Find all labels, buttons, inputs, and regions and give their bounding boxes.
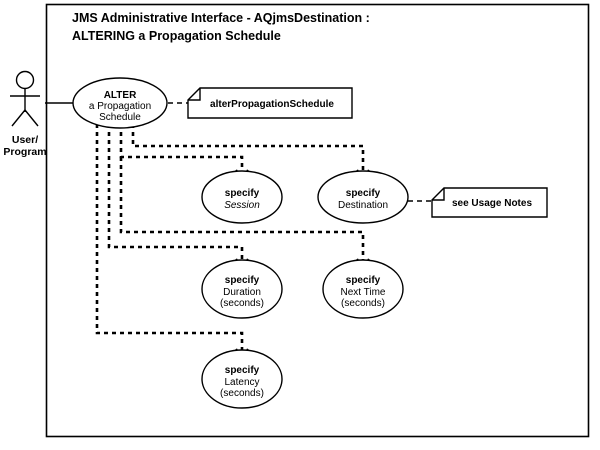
use-case-specify-destination[interactable]: specify Destination (317, 170, 409, 224)
use-case-specify-duration[interactable]: specify Duration (seconds) (201, 259, 283, 319)
diagram-title-line-2: ALTERING a Propagation Schedule (72, 29, 281, 43)
actor-legs-icon (11, 109, 39, 127)
use-case-label-line-1: specify (225, 365, 260, 376)
use-case-ellipse (317, 170, 409, 224)
actor-label-line-1: User/ (12, 134, 38, 146)
note-label: alterPropagationSchedule (210, 99, 334, 110)
use-case-ellipse (322, 259, 404, 319)
use-case-label-line-2: Latency (224, 377, 259, 388)
note-body (431, 187, 548, 218)
note-body (187, 87, 353, 119)
actor-label-line-2: Program (3, 146, 46, 158)
use-case-label-line-1: specify (346, 275, 381, 286)
use-case-label-line-1: specify (225, 275, 260, 286)
link-alter-to-specify-duration (107, 124, 244, 265)
use-case-specify-latency[interactable]: specify Latency (seconds) (201, 349, 283, 409)
use-case-label-line-1: specify (225, 188, 260, 199)
use-case-label-line-3: (seconds) (220, 388, 264, 399)
system-boundary-frame (45, 3, 590, 438)
use-case-label-line-3: (seconds) (341, 298, 385, 309)
link-alter-to-specify-session (119, 124, 244, 176)
use-case-label-line-2: a Propagation (89, 101, 151, 112)
link-alter-to-specify-destination (131, 124, 365, 176)
note-label: see Usage Notes (452, 198, 532, 209)
actor-head-icon (15, 70, 35, 90)
use-case-ellipse (201, 170, 283, 224)
note-see-usage-notes[interactable]: see Usage Notes (431, 187, 548, 218)
use-case-specify-session[interactable]: specify Session (201, 170, 283, 224)
use-case-ellipse (201, 259, 283, 319)
note-alter-propagation-schedule[interactable]: alterPropagationSchedule (187, 87, 353, 119)
link-alter-to-specify-latency (95, 124, 244, 355)
use-case-label-line-1: ALTER (104, 90, 137, 101)
use-case-label-line-2: Duration (223, 287, 261, 298)
use-case-ellipse (201, 349, 283, 409)
use-case-ellipse (72, 77, 168, 129)
use-case-label-line-3: (seconds) (220, 298, 264, 309)
diagram-title-line-1: JMS Administrative Interface - AQjmsDest… (72, 11, 370, 25)
use-case-label-line-2: Session (224, 200, 260, 211)
link-alter-to-specify-next-time (119, 157, 365, 265)
use-case-label-line-1: specify (346, 188, 381, 199)
use-case-alter-propagation-schedule[interactable]: ALTER a Propagation Schedule (72, 77, 168, 129)
note-folded-corner-icon (432, 188, 445, 201)
use-case-specify-next-time[interactable]: specify Next Time (seconds) (322, 259, 404, 319)
use-case-label-line-3: Schedule (99, 112, 141, 123)
actor-user-program[interactable]: User/ Program (3, 70, 47, 159)
use-case-label-line-2: Next Time (340, 287, 385, 298)
use-case-label-line-2: Destination (338, 200, 388, 211)
note-folded-corner-icon (188, 88, 201, 101)
